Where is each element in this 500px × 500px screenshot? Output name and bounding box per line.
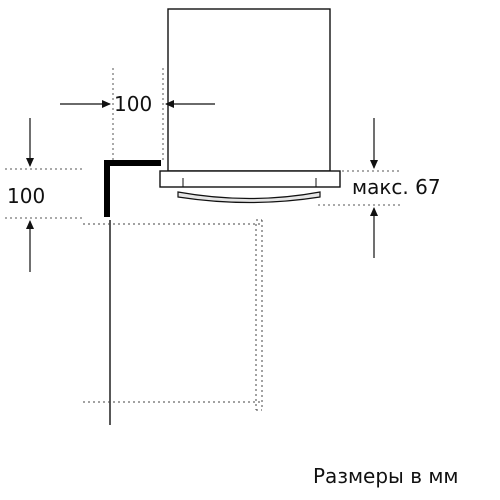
units-caption: Размеры в мм (313, 464, 459, 488)
appliance-base-plate (159, 170, 341, 188)
appliance-visor (177, 191, 321, 204)
appliance-housing (167, 8, 331, 172)
lower-cabinet-outline (83, 219, 263, 411)
max-height-label: макс. 67 (352, 175, 441, 199)
wall-corner (104, 160, 161, 217)
top-offset-label: 100 (114, 92, 152, 116)
side-offset-label: 100 (7, 184, 45, 208)
